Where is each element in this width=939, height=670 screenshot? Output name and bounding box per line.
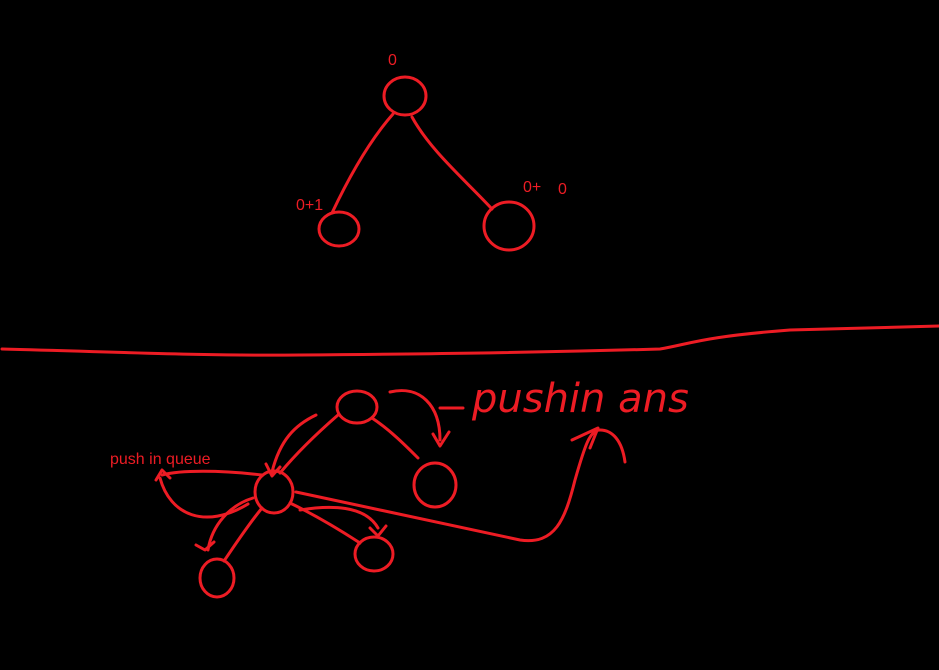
arrow-middle-to-queue-note [154,468,264,482]
arrow-middle-curve-down [158,476,250,519]
top-tree-labels: 0 0+1 0+ 0 [296,52,567,214]
arrow-middle-to-leaf-right [298,505,388,538]
bottom-leaf-right-node [353,535,395,573]
ans-note: pushin ans [471,376,689,422]
arrow-root-to-middle [264,413,318,478]
bottom-middle-node [253,469,295,515]
top-right-label: 0+ [523,179,541,196]
bottom-root-node [335,389,379,425]
bottom-right-node [412,461,458,509]
top-left-edge [330,112,395,215]
top-left-node [317,210,361,248]
bottom-leaf-left-node [198,557,236,599]
top-right-edge [410,115,494,211]
edge-middle-leaf-right [288,501,362,545]
bottom-tree [154,389,627,599]
edge-middle-leaf-left [222,506,264,563]
arrow-middle-to-leaf-left [194,496,255,552]
top-right-extra-label: 0 [558,181,567,198]
queue-note: push in queue [110,451,211,468]
divider-line [0,324,939,357]
edge-root-middle [278,413,340,475]
top-root-node [382,75,428,117]
top-root-label: 0 [388,52,397,69]
arrow-root-to-right [388,389,451,448]
top-left-label: 0+1 [296,197,323,214]
edge-root-right [370,416,420,460]
top-tree [317,75,536,252]
bottom-tree-labels: push in queue pushin ans [110,376,689,468]
arrow-middle-to-ans [294,426,627,543]
top-right-node [482,200,536,252]
